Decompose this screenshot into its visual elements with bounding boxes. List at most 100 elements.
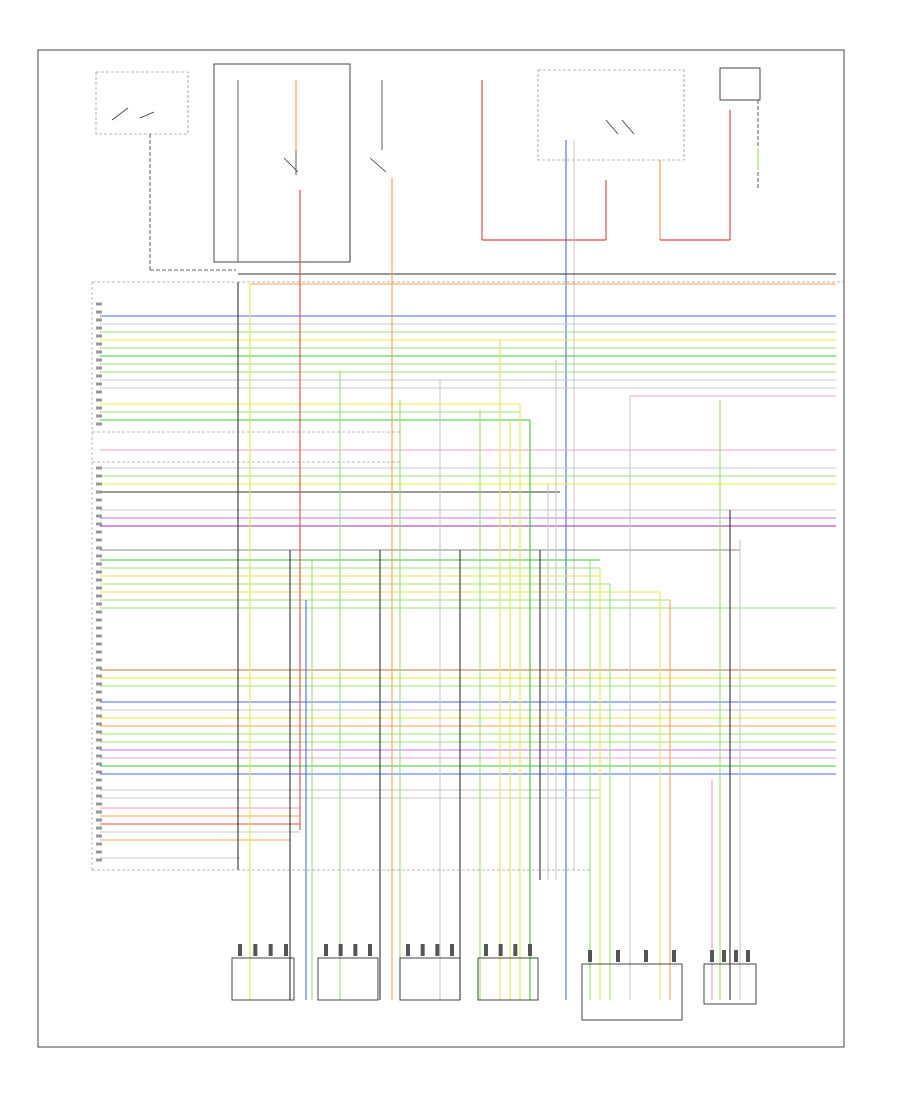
- fuse-block-3: [481, 80, 607, 241]
- connector-pin: [96, 390, 102, 394]
- bus-wires: [100, 273, 836, 859]
- connector-pin: [96, 786, 102, 790]
- connector-pin: [96, 746, 102, 750]
- component-pin: [420, 944, 425, 956]
- connector-pin: [96, 334, 102, 338]
- sensor-component: [703, 963, 757, 1005]
- connector-pin-labels: [96, 302, 102, 862]
- connector-pin: [96, 698, 102, 702]
- component-pin: [268, 944, 273, 956]
- connector-pin: [96, 310, 102, 314]
- connector-pin: [96, 730, 102, 734]
- bottom-components: [231, 944, 757, 1021]
- sensor-component: [477, 957, 539, 1001]
- connector-pin: [96, 546, 102, 550]
- connector-pin: [96, 834, 102, 838]
- fuse-relay-panel: [213, 63, 351, 263]
- component-pin: [644, 950, 648, 962]
- component-pin: [513, 944, 518, 956]
- component-pin: [746, 950, 750, 962]
- connector-pin: [96, 802, 102, 806]
- sensor-top-right: [719, 67, 761, 190]
- connector-pin: [96, 350, 102, 354]
- connector-pin: [96, 650, 102, 654]
- ecm-boundary: [91, 281, 844, 871]
- connector-pin: [96, 522, 102, 526]
- component-pin: [484, 944, 488, 956]
- connector-pin: [96, 674, 102, 678]
- sensor-component: [399, 957, 461, 1001]
- connector-pin: [96, 570, 102, 574]
- component-pin: [338, 944, 343, 956]
- component-pin: [672, 950, 676, 962]
- connector-pin: [96, 658, 102, 662]
- connector-pin: [96, 626, 102, 630]
- connector-pin: [96, 302, 102, 306]
- sensor-component: [317, 957, 379, 1001]
- ignition-switch-block: [95, 71, 236, 271]
- sensor-component: [581, 963, 683, 1021]
- connector-pin: [96, 578, 102, 582]
- component-pin: [734, 950, 738, 962]
- connector-pin: [96, 706, 102, 710]
- connector-pin: [96, 514, 102, 518]
- component-pin: [722, 950, 726, 962]
- connector-pin: [96, 858, 102, 862]
- connector-pin: [96, 554, 102, 558]
- trunk-wires: [237, 262, 741, 1000]
- component-pin: [450, 944, 454, 956]
- connector-pin: [96, 738, 102, 742]
- connector-pin: [96, 482, 102, 486]
- connector-pin: [96, 342, 102, 346]
- diagram-frame: [37, 49, 845, 1048]
- connector-pin: [96, 850, 102, 854]
- connector-pin: [96, 634, 102, 638]
- connector-pin: [96, 422, 102, 426]
- connector-pin: [96, 618, 102, 622]
- connector-pin: [96, 398, 102, 402]
- connector-pin: [96, 466, 102, 470]
- connector-pin: [96, 794, 102, 798]
- connector-pin: [96, 506, 102, 510]
- connector-pin: [96, 586, 102, 590]
- component-pin: [498, 944, 503, 956]
- component-pin: [435, 944, 440, 956]
- connector-pin: [96, 642, 102, 646]
- component-pin: [616, 950, 620, 962]
- component-pin: [324, 944, 328, 956]
- relay-2: [369, 80, 393, 270]
- connector-pin: [96, 754, 102, 758]
- connector-pin: [96, 690, 102, 694]
- component-pin: [284, 944, 288, 956]
- connector-pin: [96, 762, 102, 766]
- connector-pin: [96, 666, 102, 670]
- connector-pin: [96, 602, 102, 606]
- connector-pin: [96, 818, 102, 822]
- component-pin: [353, 944, 358, 956]
- connector-pin: [96, 530, 102, 534]
- connector-pin: [96, 358, 102, 362]
- connector-pin: [96, 414, 102, 418]
- connector-pin: [96, 382, 102, 386]
- connector-pin: [96, 594, 102, 598]
- connector-pin: [96, 366, 102, 370]
- component-pin: [368, 944, 372, 956]
- connector-pin: [96, 714, 102, 718]
- component-pin: [710, 950, 714, 962]
- component-pin: [406, 944, 410, 956]
- connector-pin: [96, 406, 102, 410]
- connector-pin: [96, 826, 102, 830]
- connector-pin: [96, 810, 102, 814]
- connector-pin: [96, 318, 102, 322]
- connector-pin: [96, 770, 102, 774]
- component-pin: [588, 950, 592, 962]
- connector-pin: [96, 842, 102, 846]
- connector-pin: [96, 722, 102, 726]
- connector-pin: [96, 498, 102, 502]
- connector-pin: [96, 490, 102, 494]
- module-top-center: [537, 69, 731, 1000]
- connector-pin: [96, 562, 102, 566]
- connector-pin: [96, 610, 102, 614]
- connector-pin: [96, 326, 102, 330]
